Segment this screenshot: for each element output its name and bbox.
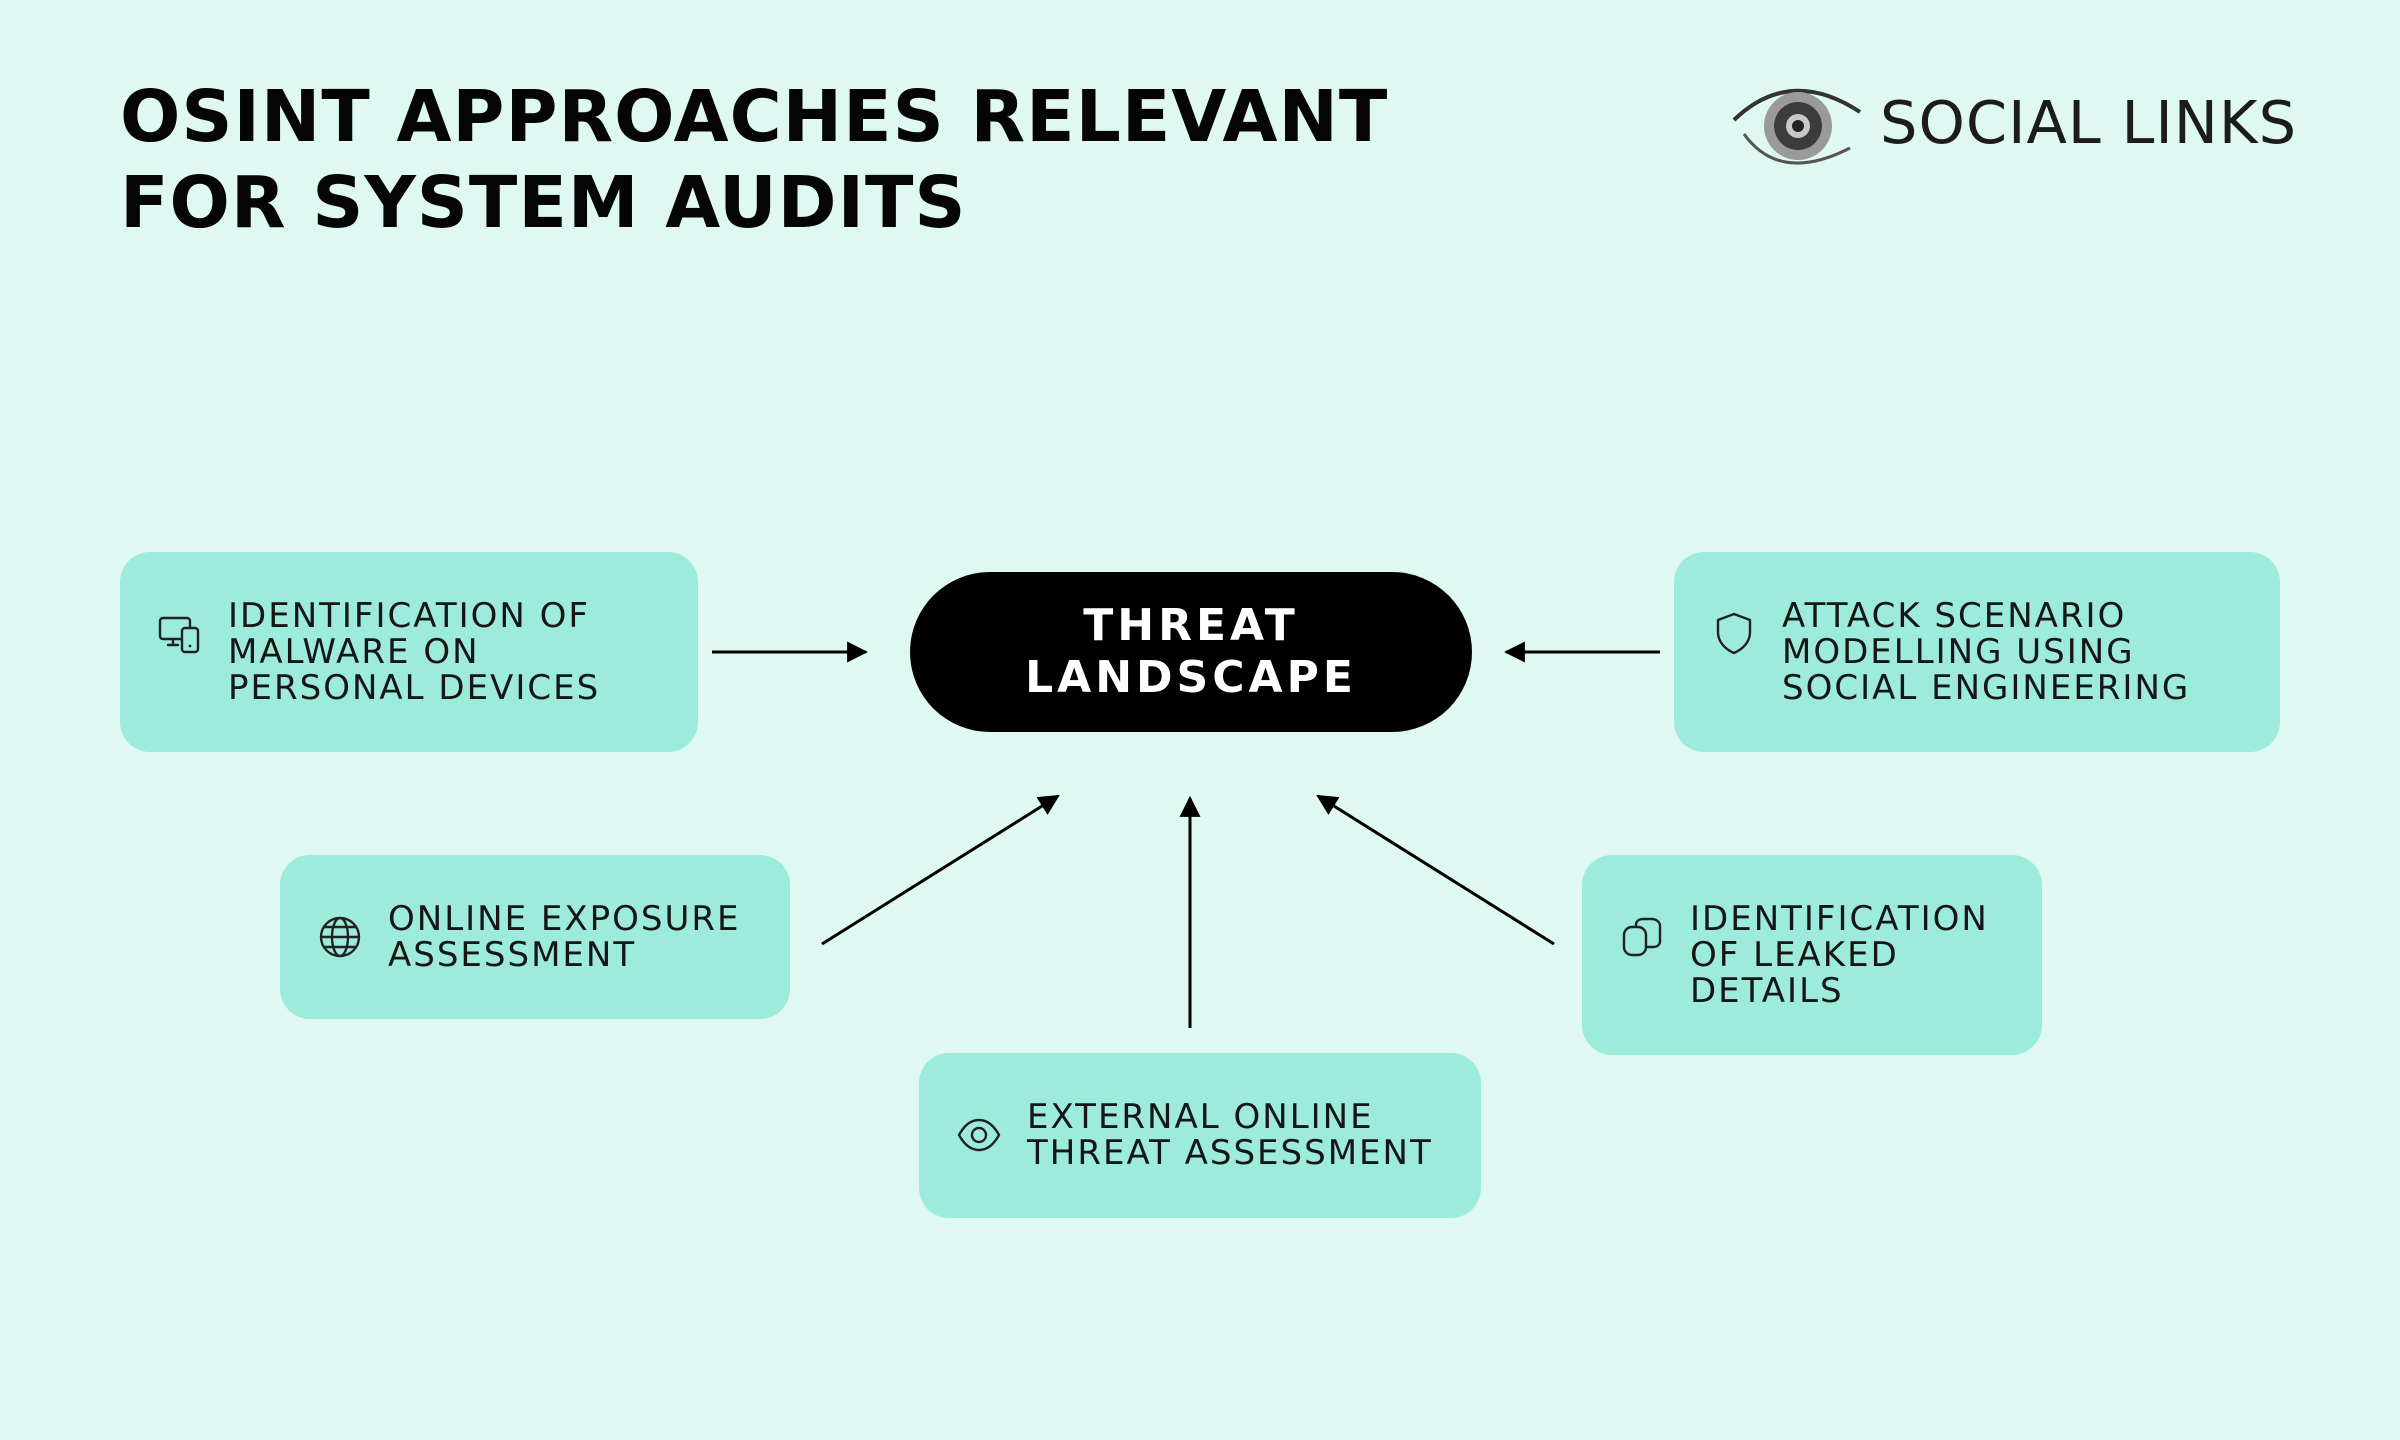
- node-attack-scenario: ATTACK SCENARIO MODELLING USING SOCIAL E…: [1674, 552, 2280, 752]
- copy-icon: [1618, 913, 1666, 961]
- node-exposure-label: ONLINE EXPOSURE ASSESSMENT: [388, 899, 741, 975]
- brand-name: SOCIAL LINKS: [1880, 88, 2298, 157]
- eye-icon: [955, 1111, 1003, 1159]
- threat-landscape-hub: THREAT LANDSCAPE: [910, 572, 1472, 732]
- node-leaked-details: IDENTIFICATION OF LEAKED DETAILS: [1582, 855, 2042, 1055]
- diagram-title: OSINT APPROACHES RELEVANT FOR SYSTEM AUD…: [120, 74, 1388, 246]
- node-malware-identification: IDENTIFICATION OF MALWARE ON PERSONAL DE…: [120, 552, 698, 752]
- node-attack-label: ATTACK SCENARIO MODELLING USING SOCIAL E…: [1782, 596, 2191, 708]
- title-line-1: OSINT APPROACHES RELEVANT: [120, 75, 1389, 158]
- shield-icon: [1710, 610, 1758, 658]
- eye-logo-icon: [1732, 88, 1862, 165]
- node-online-exposure: ONLINE EXPOSURE ASSESSMENT: [280, 855, 790, 1019]
- arrow-exposure-to-hub: [821, 794, 1060, 946]
- globe-icon: [316, 913, 364, 961]
- arrow-leaked-to-hub: [1316, 794, 1555, 946]
- title-line-2: FOR SYSTEM AUDITS: [120, 161, 967, 244]
- node-malware-label: IDENTIFICATION OF MALWARE ON PERSONAL DE…: [228, 596, 601, 708]
- node-external-label: EXTERNAL ONLINE THREAT ASSESSMENT: [1027, 1097, 1433, 1173]
- node-leaked-label: IDENTIFICATION OF LEAKED DETAILS: [1690, 899, 1989, 1011]
- node-external-threat: EXTERNAL ONLINE THREAT ASSESSMENT: [919, 1053, 1481, 1218]
- hub-label: THREAT LANDSCAPE: [1025, 600, 1357, 703]
- devices-icon: [156, 610, 204, 658]
- brand-logo: SOCIAL LINKS: [1730, 74, 2296, 174]
